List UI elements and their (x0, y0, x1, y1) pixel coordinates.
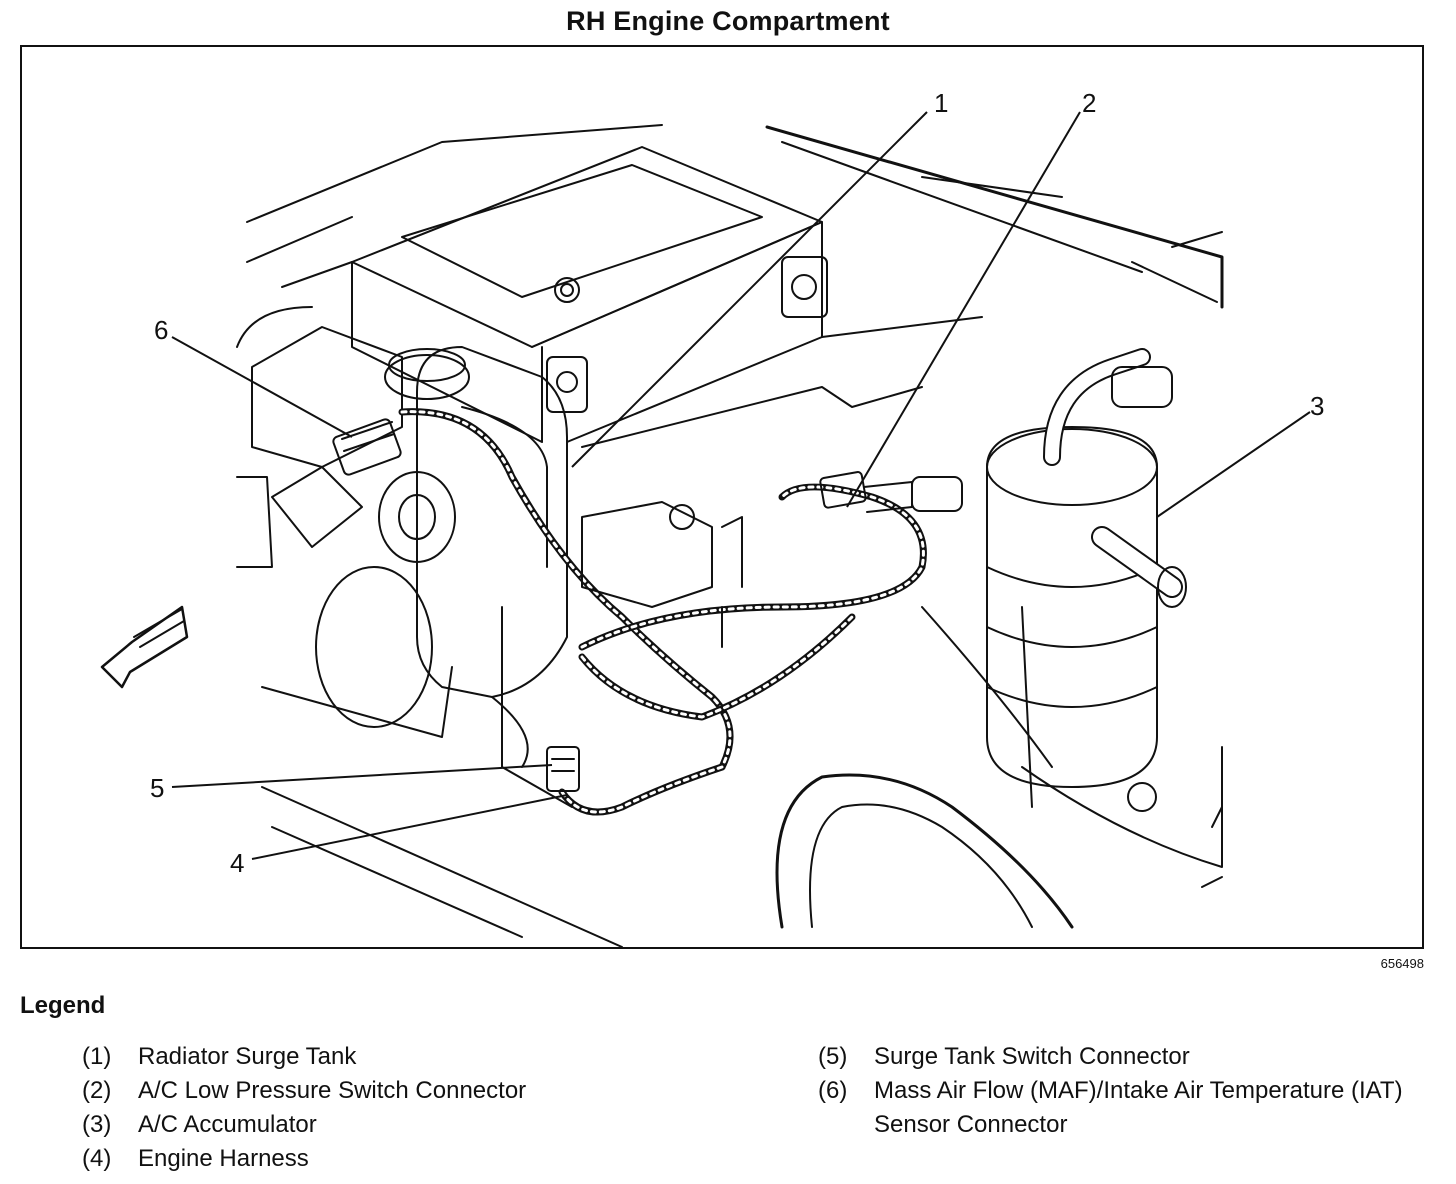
legend-number: (6) (818, 1077, 848, 1104)
engine-compartment-illustration: 1 2 3 4 5 6 (20, 45, 1424, 949)
legend-item-5: (5) Surge Tank Switch Connector (818, 1040, 1418, 1074)
callout-5: 5 (150, 773, 164, 803)
legend-number: (4) (82, 1145, 112, 1172)
legend-column-left: (1) Radiator Surge Tank (2) A/C Low Pres… (82, 1040, 742, 1176)
ac-accumulator (986, 426, 1158, 788)
legend-label: A/C Accumulator (138, 1111, 317, 1138)
legend-number: (1) (82, 1043, 112, 1070)
legend-item-4: (4) Engine Harness (82, 1142, 742, 1176)
legend-column-right: (5) Surge Tank Switch Connector (6) Mass… (818, 1040, 1418, 1142)
legend-label: Mass Air Flow (MAF)/Intake Air Temperatu… (874, 1077, 1403, 1138)
legend-item-6: (6) Mass Air Flow (MAF)/Intake Air Tempe… (818, 1074, 1418, 1142)
engine-line-drawing: 1 2 3 4 5 6 (100, 88, 1324, 947)
legend-item-2: (2) A/C Low Pressure Switch Connector (82, 1074, 742, 1108)
legend-number: (3) (82, 1111, 112, 1138)
legend-item-3: (3) A/C Accumulator (82, 1108, 742, 1142)
surge-tank (416, 346, 568, 698)
diagram-title: RH Engine Compartment (566, 6, 890, 36)
figure-id: 656498 (1380, 956, 1424, 971)
front-arrow (100, 605, 189, 689)
legend-item-1: (1) Radiator Surge Tank (82, 1040, 742, 1074)
legend-label: A/C Low Pressure Switch Connector (138, 1077, 527, 1104)
callout-2: 2 (1082, 88, 1096, 118)
legend-heading: Legend (20, 992, 106, 1019)
legend-number: (2) (82, 1077, 112, 1104)
legend-label: Radiator Surge Tank (138, 1043, 357, 1070)
callout-3: 3 (1310, 391, 1324, 421)
callout-4: 4 (230, 848, 244, 878)
legend-label: Surge Tank Switch Connector (874, 1043, 1190, 1070)
legend-number: (5) (818, 1043, 848, 1070)
legend-label: Engine Harness (138, 1145, 309, 1172)
callout-1: 1 (934, 88, 948, 118)
callout-6: 6 (154, 315, 168, 345)
